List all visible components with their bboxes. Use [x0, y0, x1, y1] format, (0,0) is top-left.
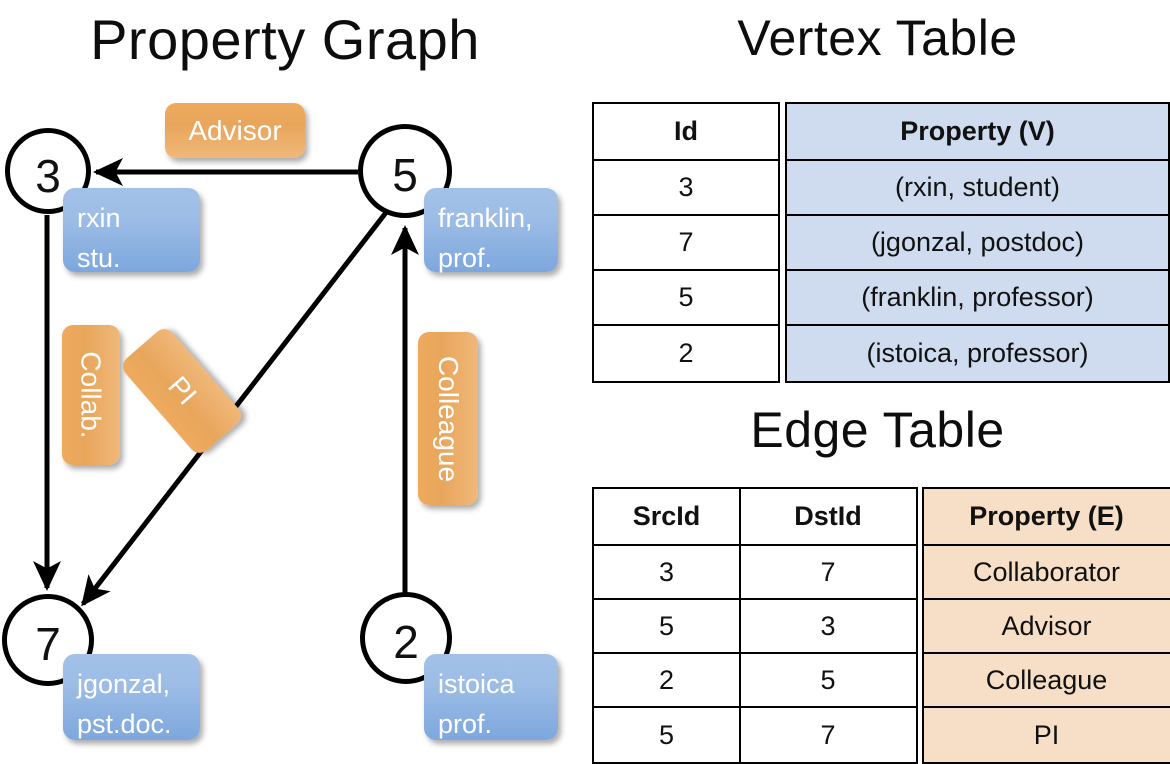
- edge-label-colleague: Colleague: [418, 332, 478, 505]
- vertex-table-header-id: Id: [594, 104, 778, 161]
- edge-table-cell-property-row-4: PI: [924, 708, 1170, 762]
- graph-node-5-property-callout: franklin, prof.: [424, 188, 558, 272]
- edge-table-property-column: Property (E) Collaborator Advisor Collea…: [922, 487, 1170, 764]
- edge-table-header-srcid: SrcId: [594, 489, 739, 546]
- graph-node-7-property-line-2: pst.doc.: [77, 704, 200, 744]
- edge-table-cell-src-row-3: 2: [594, 654, 739, 708]
- graph-node-2-property-callout: istoica prof.: [424, 654, 558, 740]
- vertex-table-cell-id-row-4: 2: [594, 326, 778, 381]
- vertex-table-cell-id-row-3: 5: [594, 271, 778, 326]
- edge-table-srcid-column: SrcId 3 5 2 5: [592, 487, 741, 764]
- vertex-table-cell-id-row-1: 3: [594, 161, 778, 216]
- graph-node-7-property-callout: jgonzal, pst.doc.: [63, 654, 200, 740]
- edge-label-pi-text: PI: [161, 371, 203, 412]
- vertex-table-cell-property-row-3: (franklin, professor): [787, 271, 1168, 326]
- graph-node-5-property-line-1: franklin,: [438, 198, 558, 238]
- edge-label-colleague-text: Colleague: [432, 355, 464, 481]
- edge-label-advisor: Advisor: [165, 103, 305, 158]
- edge-label-collab-text: Collab.: [75, 351, 107, 438]
- graph-node-3-property-callout: rxin stu.: [63, 188, 200, 272]
- page-title-edge-table: Edge Table: [585, 400, 1170, 460]
- edge-label-collab: Collab.: [62, 325, 120, 465]
- graph-node-7-property-line-1: jgonzal,: [77, 664, 200, 704]
- vertex-table-cell-id-row-2: 7: [594, 216, 778, 271]
- edge-table-dstid-column: DstId 7 3 5 7: [739, 487, 918, 764]
- edge-table-cell-property-row-3: Colleague: [924, 654, 1170, 708]
- edge-table-cell-property-row-2: Advisor: [924, 600, 1170, 654]
- vertex-table: Id 3 7 5 2 Property (V) (rxin, student) …: [592, 102, 1170, 383]
- vertex-table-cell-property-row-1: (rxin, student): [787, 161, 1168, 216]
- vertex-table-header-property: Property (V): [787, 104, 1168, 161]
- vertex-table-cell-property-row-4: (istoica, professor): [787, 326, 1168, 381]
- edge-table-header-dstid: DstId: [741, 489, 916, 546]
- edge-table-cell-dst-row-2: 3: [741, 600, 916, 654]
- graph-node-2-property-line-2: prof.: [438, 704, 558, 744]
- graph-node-2-property-line-1: istoica: [438, 664, 558, 704]
- graph-node-3-property-line-1: rxin: [77, 198, 200, 238]
- graph-node-3-property-line-2: stu.: [77, 238, 200, 278]
- vertex-table-id-column: Id 3 7 5 2: [592, 102, 780, 383]
- edge-table-cell-src-row-4: 5: [594, 708, 739, 762]
- edge-label-advisor-text: Advisor: [188, 115, 281, 147]
- vertex-table-cell-property-row-2: (jgonzal, postdoc): [787, 216, 1168, 271]
- page-title-vertex-table: Vertex Table: [585, 8, 1170, 68]
- edge-table: SrcId 3 5 2 5 DstId 7 3 5 7 Property (E)…: [592, 487, 1170, 764]
- edge-table-cell-src-row-2: 5: [594, 600, 739, 654]
- vertex-table-property-column: Property (V) (rxin, student) (jgonzal, p…: [785, 102, 1170, 383]
- edge-table-cell-src-row-1: 3: [594, 546, 739, 600]
- edge-table-cell-property-row-1: Collaborator: [924, 546, 1170, 600]
- edge-table-cell-dst-row-3: 5: [741, 654, 916, 708]
- graph-node-5-property-line-2: prof.: [438, 238, 558, 278]
- property-graph-diagram: Advisor Collab. PI Colleague 3 rxin stu.…: [0, 0, 585, 760]
- edge-table-header-property: Property (E): [924, 489, 1170, 546]
- edge-table-cell-dst-row-1: 7: [741, 546, 916, 600]
- edge-table-cell-dst-row-4: 7: [741, 708, 916, 762]
